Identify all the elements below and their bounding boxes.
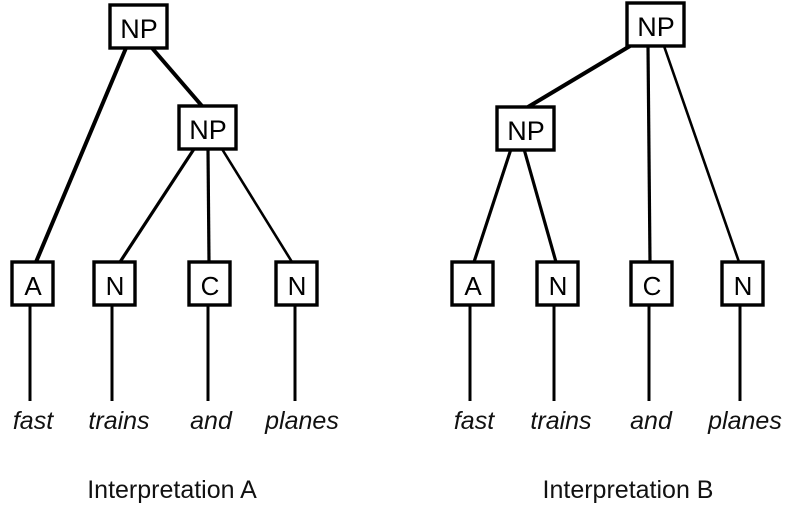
node-b-np2-label: NP <box>507 116 545 146</box>
edge-a-np2-to-noun1 <box>118 148 196 263</box>
node-b-noun-trains-label: N <box>549 271 568 301</box>
node-b-noun-trains[interactable]: N <box>535 260 580 307</box>
word-a-fast: fast <box>13 407 54 435</box>
node-b-noun-planes-label: N <box>734 271 753 301</box>
node-b-adjective-label: A <box>464 271 482 301</box>
node-a-root[interactable]: NP <box>108 3 169 50</box>
word-b-and: and <box>630 407 673 435</box>
edge-b-root-to-conj <box>646 45 652 263</box>
edge-a-root-to-adj <box>34 47 128 263</box>
word-a-planes: planes <box>264 407 339 435</box>
node-a-np2[interactable]: NP <box>177 104 238 151</box>
node-b-conjunction[interactable]: C <box>629 260 674 307</box>
edge-b-np2-to-adj <box>472 148 513 263</box>
word-a-and: and <box>190 407 233 435</box>
node-a-root-label: NP <box>120 14 158 44</box>
edge-a-np2-to-conj <box>206 148 211 263</box>
node-b-np2[interactable]: NP <box>495 105 556 152</box>
node-a-conjunction[interactable]: C <box>187 260 232 307</box>
edge-b-root-to-np2 <box>526 44 632 109</box>
caption-interpretation-a: Interpretation A <box>87 476 257 504</box>
word-b-planes: planes <box>707 407 782 435</box>
edge-b-np2-to-noun1 <box>522 148 558 263</box>
word-a-trains: trains <box>88 407 149 435</box>
tree-b-group: NP NP A N C <box>450 1 782 504</box>
node-b-conjunction-label: C <box>643 271 662 301</box>
tree-a-group: NP NP A N C <box>10 3 339 504</box>
word-b-trains: trains <box>530 407 591 435</box>
node-a-noun-trains-label: N <box>106 271 125 301</box>
edge-a-np2-to-noun2 <box>220 148 294 263</box>
node-a-np2-label: NP <box>189 115 227 145</box>
node-a-adjective-label: A <box>24 271 42 301</box>
node-b-noun-planes[interactable]: N <box>720 260 765 307</box>
node-b-root-label: NP <box>637 12 675 42</box>
node-a-noun-trains[interactable]: N <box>92 260 137 307</box>
node-a-adjective[interactable]: A <box>10 260 55 307</box>
caption-interpretation-b: Interpretation B <box>543 476 714 504</box>
node-a-conjunction-label: C <box>201 271 220 301</box>
edge-a-root-to-np2 <box>150 46 204 108</box>
node-a-noun-planes[interactable]: N <box>274 260 319 307</box>
node-b-adjective[interactable]: A <box>450 260 495 307</box>
node-b-root[interactable]: NP <box>625 1 686 48</box>
node-a-noun-planes-label: N <box>288 271 307 301</box>
word-b-fast: fast <box>454 407 495 435</box>
edge-b-root-to-noun2 <box>662 45 741 263</box>
